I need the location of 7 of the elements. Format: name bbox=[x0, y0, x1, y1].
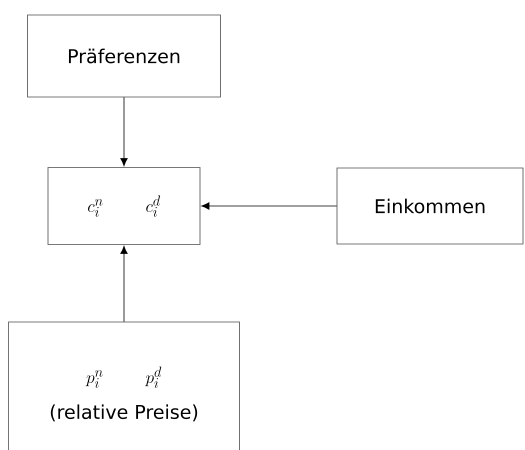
arrow bbox=[201, 202, 337, 210]
process-box: $p_i^n$ $p_i^d$ (relative Preise) bbox=[8, 322, 240, 450]
process-box: $c_i^n$ $c_i^d$ bbox=[48, 167, 200, 245]
arrow bbox=[120, 246, 128, 322]
arrow bbox=[120, 97, 128, 166]
process-box: Einkommen bbox=[336, 168, 524, 244]
process-box: Präferenzen bbox=[27, 14, 221, 98]
